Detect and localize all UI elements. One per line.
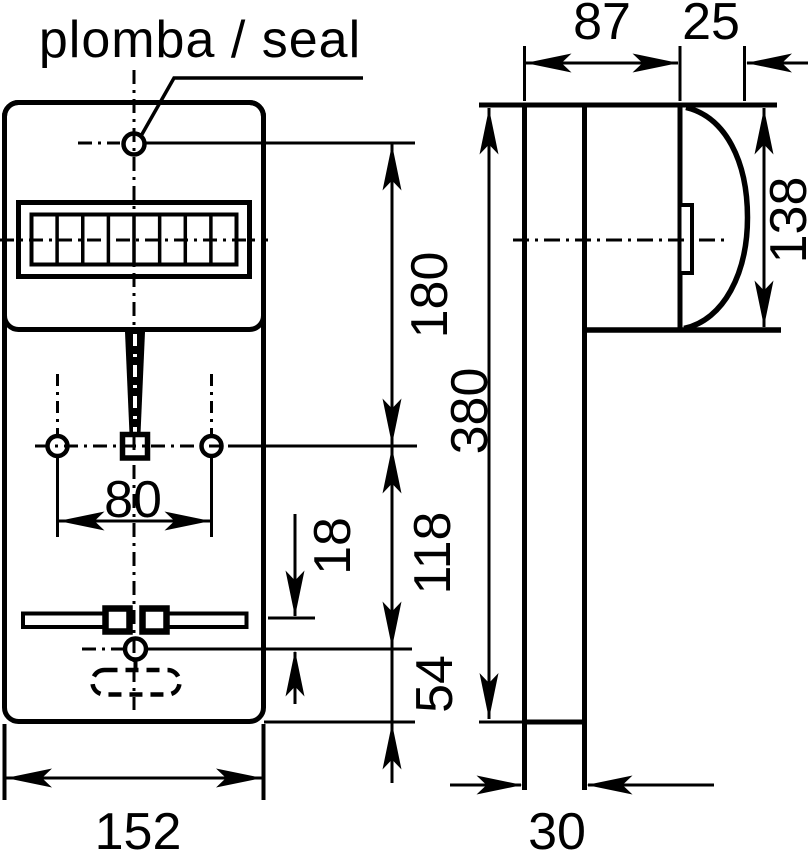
dim-54-label: 54 [406,655,464,713]
dim-118-label: 118 [404,512,462,595]
dim-380-label: 380 [441,368,499,455]
terminal-block-left [102,605,133,635]
dim-180-label: 180 [401,252,459,339]
meter-body-profile [683,104,751,332]
dim-25-label: 25 [682,0,740,51]
hole-axis-marks [56,374,213,437]
dim-138-label: 138 [760,177,808,264]
front-view [2,76,363,724]
terminal-block-right [139,605,170,635]
hidden-slot [90,667,182,697]
dim-18-label: 18 [304,517,362,575]
dim-87-label: 87 [573,0,631,51]
seal-leader-line [139,76,363,137]
terminal-bar-right [164,611,249,629]
front-view-centerlines [0,70,268,710]
hanger-hook [125,332,145,434]
labels: plomba / seal 87 25 138 380 30 180 118 5… [39,0,808,850]
terminal-bar-left [21,611,108,629]
seal-callout-label: plomba / seal [39,11,361,69]
dim-80-label: 80 [104,471,162,529]
side-view [479,102,781,790]
dim-152-label: 152 [95,803,182,850]
dim-30-label: 30 [528,803,586,850]
